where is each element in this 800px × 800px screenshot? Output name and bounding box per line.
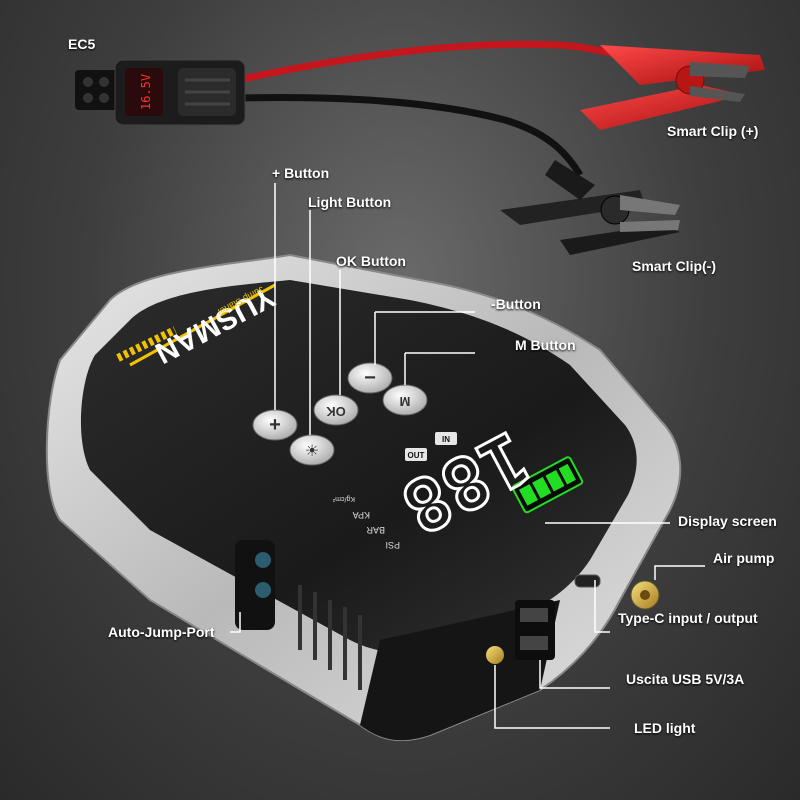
callout-ec5: EC5 bbox=[68, 36, 96, 52]
callout-auto-jump-port: Auto-Jump-Port bbox=[108, 624, 215, 640]
smart-clip-negative bbox=[500, 160, 680, 255]
callout-lines bbox=[230, 183, 705, 729]
ok-button-label: OK bbox=[326, 404, 346, 419]
unit-bar: BAR bbox=[366, 525, 385, 535]
m-button-label: M bbox=[400, 394, 411, 409]
callout-display-screen: Display screen bbox=[678, 513, 777, 529]
callout-type-c: Type-C input / output bbox=[618, 610, 758, 626]
callout-m-button: M Button bbox=[515, 337, 576, 353]
ok-button[interactable] bbox=[313, 394, 359, 426]
type-c-port bbox=[574, 574, 601, 588]
out-indicator: OUT bbox=[408, 451, 425, 460]
unit-kpa: KPA bbox=[353, 510, 370, 520]
ec5-connector bbox=[75, 59, 246, 126]
callout-plus-button: + Button bbox=[272, 165, 330, 181]
callout-minus-button: -Button bbox=[491, 296, 541, 312]
light-icon: ☀ bbox=[305, 443, 319, 460]
unit-psi: PSI bbox=[385, 540, 400, 550]
jump-starter-body bbox=[45, 253, 682, 742]
callout-ok-button: OK Button bbox=[336, 253, 406, 269]
display-screen bbox=[405, 432, 584, 514]
in-indicator: IN bbox=[442, 435, 450, 444]
callout-smart-clip-negative: Smart Clip(-) bbox=[632, 258, 716, 274]
unit-kgcm: Kg/cm² bbox=[332, 495, 355, 502]
callout-led-light: LED light bbox=[634, 720, 696, 736]
smart-clip-positive bbox=[580, 45, 765, 130]
minus-button-label: − bbox=[364, 367, 376, 389]
callout-smart-clip-positive: Smart Clip (+) bbox=[667, 123, 759, 139]
ec5-voltage-readout: 16.5V bbox=[139, 74, 153, 110]
plus-button-label: + bbox=[269, 414, 281, 436]
light-button[interactable] bbox=[289, 434, 335, 466]
led-light bbox=[486, 646, 504, 664]
minus-button[interactable] bbox=[347, 362, 393, 394]
callout-light-button: Light Button bbox=[308, 194, 392, 210]
callout-air-pump: Air pump bbox=[713, 550, 775, 566]
callout-usb: Uscita USB 5V/3A bbox=[626, 671, 745, 687]
